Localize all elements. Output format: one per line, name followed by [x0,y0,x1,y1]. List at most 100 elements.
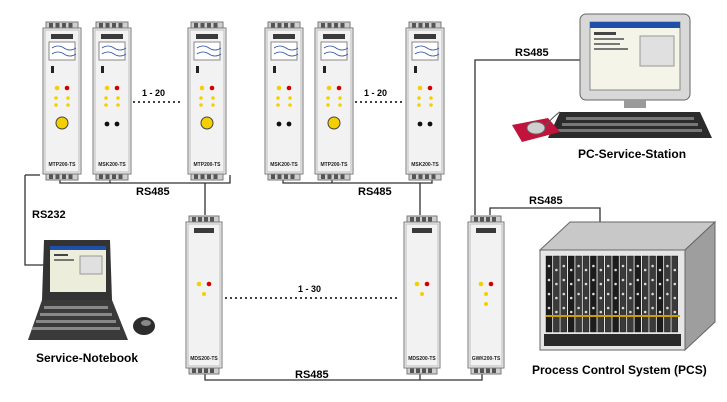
rack-cards [545,255,680,333]
module-name-label: MTP200-TS [321,162,349,168]
module-name-label: GWK200-TS [472,356,501,362]
display-window [320,41,348,61]
rack-card [597,255,604,333]
module-name-label: MTP200-TS [194,162,222,168]
pcs-label: Process Control System (PCS) [532,363,707,377]
mouse-icon [526,121,546,135]
ex-hazard-icon [55,116,69,130]
com-port-icon [196,66,199,73]
rs232-label: RS232 [32,209,66,221]
module-logo-icon [196,34,218,39]
module-logo-icon [51,34,73,39]
mtp-module[interactable]: MTP200-TS [187,21,227,181]
error-led-icon [114,85,120,91]
range-left-label: 1 - 20 [142,88,165,98]
mtp-module[interactable]: MTP200-TS [42,21,82,181]
msk-module[interactable]: MSK200-TS [92,21,132,181]
com-port-icon [414,66,417,73]
status-led-icon [484,292,488,296]
rack-top [538,221,717,251]
com-port-icon [101,66,104,73]
module-logo-icon [414,34,436,39]
module-logo-icon [273,34,295,39]
error-led-icon [427,85,433,91]
com-port-icon [323,66,326,73]
display-window [193,41,221,61]
rack-card [642,255,649,333]
module-logo-icon [476,228,496,233]
msk-module[interactable]: MSK200-TS [264,21,304,181]
pc-service-station[interactable]: PC-Service-Station [512,13,712,161]
module-logo-icon [323,34,345,39]
rs485-bottom-label: RS485 [295,369,329,381]
rack-card [671,255,678,333]
status-led-icon [484,302,488,306]
mds-module[interactable]: MDS200-TS [185,215,223,375]
rack-card [656,255,664,333]
status-led-icon [420,292,424,296]
rs485-top-right-label: RS485 [358,186,392,198]
mtp-module[interactable]: MTP200-TS [314,21,354,181]
power-led-icon [196,281,202,287]
module-name-label: MDS200-TS [408,356,436,362]
error-led-icon [206,281,212,287]
module-logo-icon [194,228,214,233]
status-led-icon [202,292,206,296]
rs485-pcs-label: RS485 [529,195,563,207]
hart-port-icon [114,121,120,127]
gwk-module[interactable]: GWK200-TS [467,215,505,375]
range-mid-label: 1 - 30 [298,284,321,294]
ex-hazard-icon [327,116,341,130]
error-led-icon [336,85,342,91]
display-window [411,41,439,61]
range-right-label: 1 - 20 [364,88,387,98]
hart-port-icon [417,121,423,127]
rs485-pc-label: RS485 [515,47,549,59]
error-led-icon [64,85,70,91]
module-logo-icon [101,34,123,39]
rack-card [553,255,560,333]
module-name-label: MDS200-TS [190,356,218,362]
hart-port-icon [276,121,282,127]
hart-port-icon [427,121,433,127]
bottom-module-row: MDS200-TS MDS200-TS GWK200-TS [185,215,505,375]
rack-card [627,255,634,333]
error-led-icon [424,281,430,287]
power-led-icon [104,85,110,91]
pc-station-label: PC-Service-Station [578,147,686,161]
ex-hazard-icon [200,116,214,130]
power-led-icon [414,281,420,287]
top-module-row: MTP200-TS MSK200-TS MTP200-TS MSK200-TS MTP2… [42,21,445,181]
notebook-mouse-icon [133,317,155,335]
com-port-icon [273,66,276,73]
error-led-icon [209,85,215,91]
msk-module[interactable]: MSK200-TS [405,21,445,181]
power-led-icon [276,85,282,91]
module-name-label: MTP200-TS [49,162,77,168]
hart-port-icon [104,121,110,127]
power-led-icon [326,85,332,91]
power-led-icon [54,85,60,91]
notebook-label: Service-Notebook [36,351,138,365]
power-led-icon [199,85,205,91]
power-led-icon [417,85,423,91]
rack-card [582,255,590,333]
process-control-system[interactable]: Process Control System (PCS) [532,220,717,377]
hart-port-icon [286,121,292,127]
rack-card [612,255,619,333]
service-notebook[interactable]: Service-Notebook [28,240,155,365]
rack-card [568,255,575,333]
error-led-icon [286,85,292,91]
display-window [98,41,126,61]
module-name-label: MSK200-TS [411,162,439,168]
mds-module[interactable]: MDS200-TS [403,215,441,375]
error-led-icon [488,281,494,287]
module-name-label: MSK200-TS [98,162,126,168]
module-logo-icon [412,228,432,233]
display-window [48,41,76,61]
com-port-icon [51,66,54,73]
module-name-label: MSK200-TS [270,162,298,168]
display-window [270,41,298,61]
rs485-top-left-label: RS485 [136,186,170,198]
